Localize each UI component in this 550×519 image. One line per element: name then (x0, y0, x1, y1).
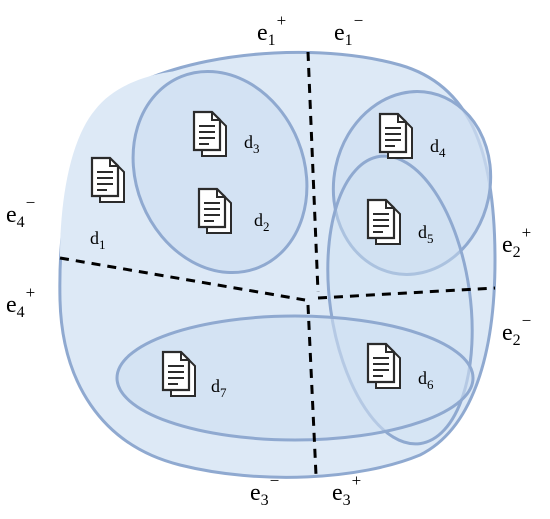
edge-label-e2-minus: e2− (502, 311, 531, 349)
edge-label-e2-plus: e2+ (502, 223, 531, 261)
doc-label-d1: d1 (90, 228, 106, 252)
edge-label-e1-minus: e1− (334, 11, 363, 49)
divider-right (317, 286, 496, 300)
edge-label-e3-plus: e3+ (332, 471, 361, 509)
doc-label-d3: d3 (244, 132, 260, 156)
cluster-ellipse-top-left (131, 69, 309, 275)
edge-label-e4-minus: e4− (6, 193, 35, 231)
doc-label-d6: d6 (418, 368, 434, 392)
edge-label-e4-plus: e4+ (6, 283, 35, 321)
divider-bottom (306, 304, 318, 476)
divider-top (306, 51, 320, 293)
doc-label-d7: d7 (211, 376, 227, 400)
hyperplane-dividers (59, 51, 496, 476)
doc-label-d4: d4 (430, 136, 446, 160)
edge-label-e1-plus: e1+ (257, 11, 286, 49)
edge-label-e3-minus: e3− (250, 471, 279, 509)
doc-label-d5: d5 (418, 222, 434, 246)
doc-label-d2: d2 (254, 210, 270, 234)
